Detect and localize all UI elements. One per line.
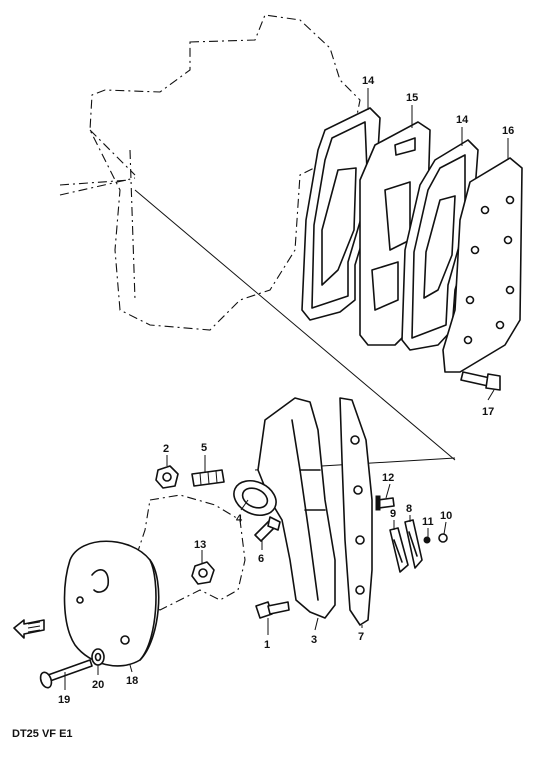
washer-11: [423, 536, 431, 544]
washer-20: [91, 648, 105, 666]
bolt-17: [460, 371, 501, 391]
reed-9: [389, 527, 409, 573]
callout-17: 17: [482, 406, 494, 418]
bolt-6: [254, 516, 281, 542]
diagram-code-label: DT25 VF E1: [12, 728, 73, 740]
callout-14-left: 14: [362, 75, 375, 87]
callout-9: 9: [390, 508, 396, 520]
cover-plate-16: [442, 157, 523, 373]
bolt-12: [375, 495, 395, 511]
screw-10: [438, 533, 448, 543]
gasket-14-right: [401, 139, 479, 351]
callout-20: 20: [92, 679, 104, 691]
callout-19: 19: [58, 694, 70, 706]
callout-leaders: [64, 88, 509, 690]
callout-18: 18: [126, 675, 138, 687]
engine-block-outline: [59, 14, 361, 331]
callout-15: 15: [406, 92, 418, 104]
gasket-14-left: [301, 107, 381, 321]
callout-13: 13: [194, 539, 206, 551]
forward-arrow-icon: [13, 619, 45, 639]
cover-18: [63, 540, 160, 667]
callout-16: 16: [502, 125, 514, 137]
nut-2: [155, 465, 179, 489]
callout-6: 6: [258, 553, 264, 565]
callout-2: 2: [163, 443, 169, 455]
callout-4: 4: [236, 513, 243, 525]
stud-5: [191, 469, 225, 487]
gasket-7: [339, 397, 373, 626]
callout-14-right: 14: [456, 114, 469, 126]
callout-7: 7: [358, 631, 364, 643]
callout-3: 3: [311, 634, 317, 646]
gasket-4: [233, 479, 277, 517]
bolt-19: [39, 659, 93, 689]
bolt-1: [255, 601, 290, 619]
callout-1: 1: [264, 639, 270, 651]
callout-8: 8: [406, 503, 412, 515]
callout-12: 12: [382, 472, 394, 484]
callout-10: 10: [440, 510, 452, 522]
callout-5: 5: [201, 442, 207, 454]
callout-11: 11: [422, 516, 434, 528]
callout-labels: 14 15 14 16 17 2 5 4 6 13 1 3 7 12 9 8 1…: [58, 75, 514, 706]
nut-13: [191, 561, 215, 585]
